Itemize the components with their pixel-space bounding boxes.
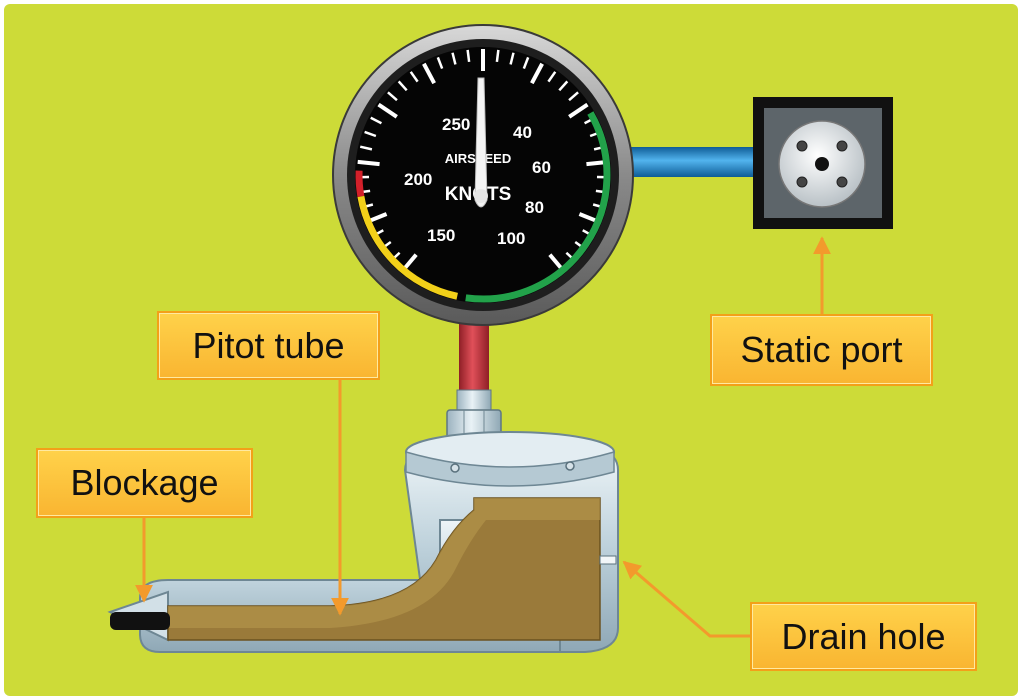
gauge-tick [436,56,444,70]
gauge-tick [466,49,471,63]
static-line [614,147,754,177]
gauge-arcs [355,111,611,303]
blockage-plug [110,612,170,630]
tick-label-40: 40 [513,123,532,142]
blockage-label: Blockage [36,448,253,518]
yellow-arc [357,195,458,300]
drain-hole-label: Drain hole [750,602,977,671]
red-arc [355,170,365,198]
gauge-tick [451,52,457,65]
gauge-tick [359,145,373,151]
tick-label-80: 80 [525,198,544,217]
gauge-tick [509,52,515,65]
tick-label-150: 150 [427,226,455,245]
tick-label-60: 60 [532,158,551,177]
pitot-tube-label: Pitot tube [157,311,380,380]
drain-hole [599,555,617,565]
static-port-label: Static port [710,314,933,386]
gauge-tick [530,62,544,85]
gauge-tick [495,49,500,63]
tick-label-100: 100 [497,229,525,248]
gauge-tick [568,91,579,102]
gauge-tick [357,159,380,167]
gauge-tick [547,71,557,83]
gauge-tick [370,116,382,125]
gauge-tick [397,80,408,92]
airspeed-indicator: 250 40 60 200 80 150 100 AIRSPEED KNOTS [332,24,634,326]
gauge-tick [387,91,398,102]
gauge-tick [377,102,398,119]
gauge-tick [364,130,377,138]
arrow-icon-drain [622,560,750,638]
green-arc [465,111,611,303]
pitot-probe [107,431,619,653]
gauge-needle [474,77,488,208]
tick-label-200: 200 [404,170,432,189]
static-port-icon [753,97,893,229]
gauge-tick [522,56,530,70]
gauge-tick [558,80,569,92]
tick-label-250: 250 [442,115,470,134]
gauge-tick [422,62,436,85]
gauge-tick [568,102,589,119]
gauge-tick [409,71,419,83]
